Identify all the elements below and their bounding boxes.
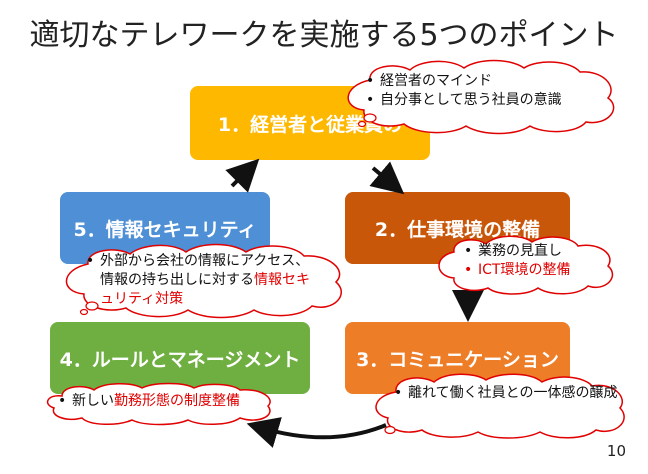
callout-cloud-3: 離れて働く社員との一体感の醸成 bbox=[370, 373, 626, 439]
cloud-1-item: 経営者のマインド bbox=[364, 72, 614, 91]
arrow-3-to-4 bbox=[246, 417, 387, 448]
callout-cloud-1: 経営者のマインド 自分事として思う社員の意識 bbox=[340, 59, 620, 135]
point-3-label: 3．コミュニケーション bbox=[356, 348, 559, 371]
arrow-1-to-2 bbox=[369, 161, 405, 195]
cloud-2-item: 業務の見直し bbox=[462, 242, 612, 261]
page-number: 10 bbox=[606, 442, 626, 460]
point-1-label: 1．経営者と従業員の bbox=[217, 113, 403, 136]
cloud-2-item-highlight: ICT環境の整備 bbox=[462, 261, 612, 280]
cloud-4-item: 新しい勤務形態の制度整備 bbox=[56, 392, 272, 411]
cloud-5-text: 外部から会社の情報にアクセス、情報の持ち出しに対する bbox=[100, 253, 310, 288]
callout-cloud-5: 外部から会社の情報にアクセス、情報の持ち出しに対する情報セキュリティ対策 bbox=[58, 243, 348, 319]
arrow-5-to-1 bbox=[225, 158, 260, 193]
point-5-label: 5．情報セキュリティ bbox=[73, 218, 257, 241]
cloud-1-item: 自分事として思う社員の意識 bbox=[364, 91, 614, 110]
page-title: 適切なテレワークを実施する5つのポイント bbox=[29, 18, 619, 53]
point-4-label: 4．ルールとマネージメント bbox=[59, 348, 301, 371]
cloud-5-highlight: 情報セキュリティ対策 bbox=[100, 272, 310, 307]
point-4-box: 4．ルールとマネージメント bbox=[50, 322, 310, 394]
callout-cloud-4: 新しい勤務形態の制度整備 bbox=[44, 382, 276, 426]
callout-cloud-2: 業務の見直し ICT環境の整備 bbox=[432, 235, 618, 295]
cloud-4-highlight: 勤務形態の制度整備 bbox=[114, 393, 240, 409]
point-3-box: 3．コミュニケーション bbox=[345, 322, 570, 394]
cloud-3-item: 離れて働く社員との一体感の醸成 bbox=[392, 384, 618, 403]
cloud-4-text: 新しい bbox=[72, 393, 114, 409]
cloud-5-item: 外部から会社の情報にアクセス、情報の持ち出しに対する情報セキュリティ対策 bbox=[84, 252, 318, 309]
point-2-label: 2．仕事環境の整備 bbox=[374, 218, 541, 241]
